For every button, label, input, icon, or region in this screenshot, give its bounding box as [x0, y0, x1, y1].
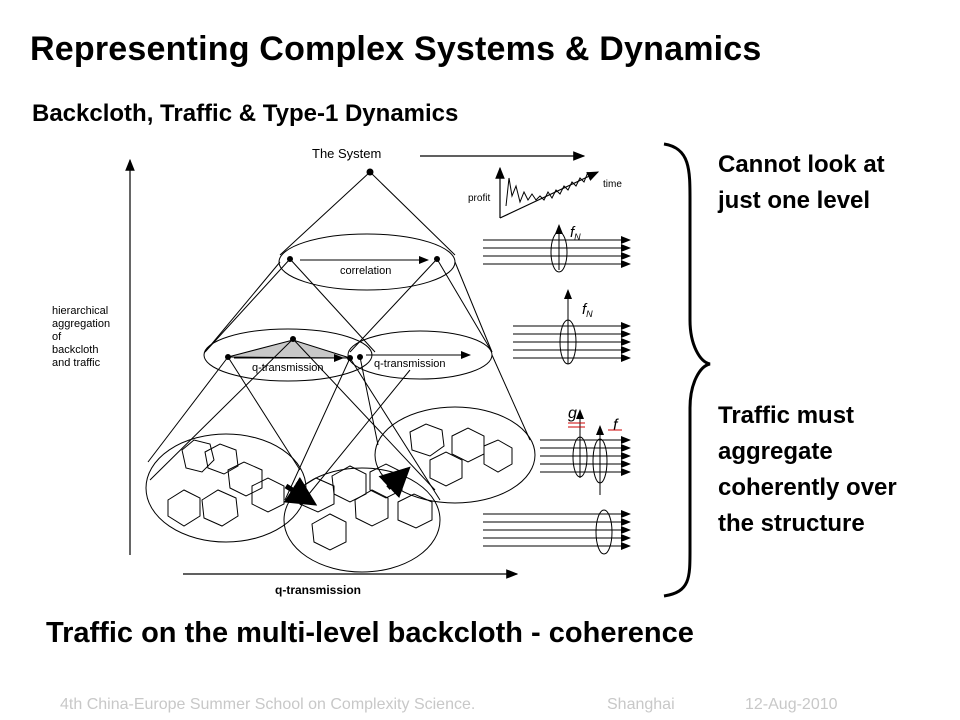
- g-label: g: [568, 405, 577, 422]
- traffic-bundle-3: [540, 409, 631, 495]
- hierarchy-label-line-1: hierarchical: [52, 305, 109, 317]
- hierarchy-label-line-3: of: [52, 331, 62, 343]
- footer-city: Shanghai: [607, 696, 675, 713]
- f-label: f: [613, 417, 619, 434]
- bottom-right-ellipse: [374, 406, 536, 504]
- bottom-left-ellipse: [145, 433, 307, 543]
- profit-label: profit: [468, 193, 490, 204]
- footer-school: 4th China-Europe Summer School on Comple…: [60, 696, 476, 713]
- curly-brace: [663, 142, 711, 598]
- note-top: Cannot look at just one level: [718, 151, 885, 214]
- traffic-bundle-2: [513, 289, 631, 365]
- hierarchy-label-line-2: aggregation: [52, 318, 111, 330]
- q-transmission-right-label: q-transmission: [374, 358, 446, 370]
- hierarchy-label-line-4: backcloth: [52, 344, 99, 356]
- fN-mid-label: fN: [582, 301, 593, 319]
- bottom-middle-ellipse: [283, 467, 441, 573]
- hierarchy-label-line-5: and traffic: [52, 357, 101, 369]
- slide-subtitle: Backcloth, Traffic & Type-1 Dynamics: [32, 100, 459, 127]
- slide-caption: Traffic on the multi-level backcloth - c…: [46, 617, 694, 649]
- system-label: The System: [312, 146, 381, 161]
- time-label: time: [603, 179, 622, 190]
- fN-top-label: fN: [570, 224, 581, 242]
- traffic-bundle-1: [483, 224, 631, 273]
- note-bottom: Traffic must aggregate coherently over t…: [718, 402, 897, 537]
- footer-date: 12-Aug-2010: [745, 696, 838, 713]
- correlation-label: correlation: [340, 265, 391, 277]
- correlation-ellipse: [278, 233, 456, 291]
- slide-title: Representing Complex Systems & Dynamics: [30, 30, 762, 68]
- traffic-bundle-4: [483, 509, 631, 555]
- hexagon-cluster: [167, 423, 513, 551]
- profit-time-chart: profit time: [468, 166, 622, 219]
- q-transmission-left-label: q-transmission: [252, 362, 324, 374]
- q-transmission-bottom-label: q-transmission: [275, 583, 361, 597]
